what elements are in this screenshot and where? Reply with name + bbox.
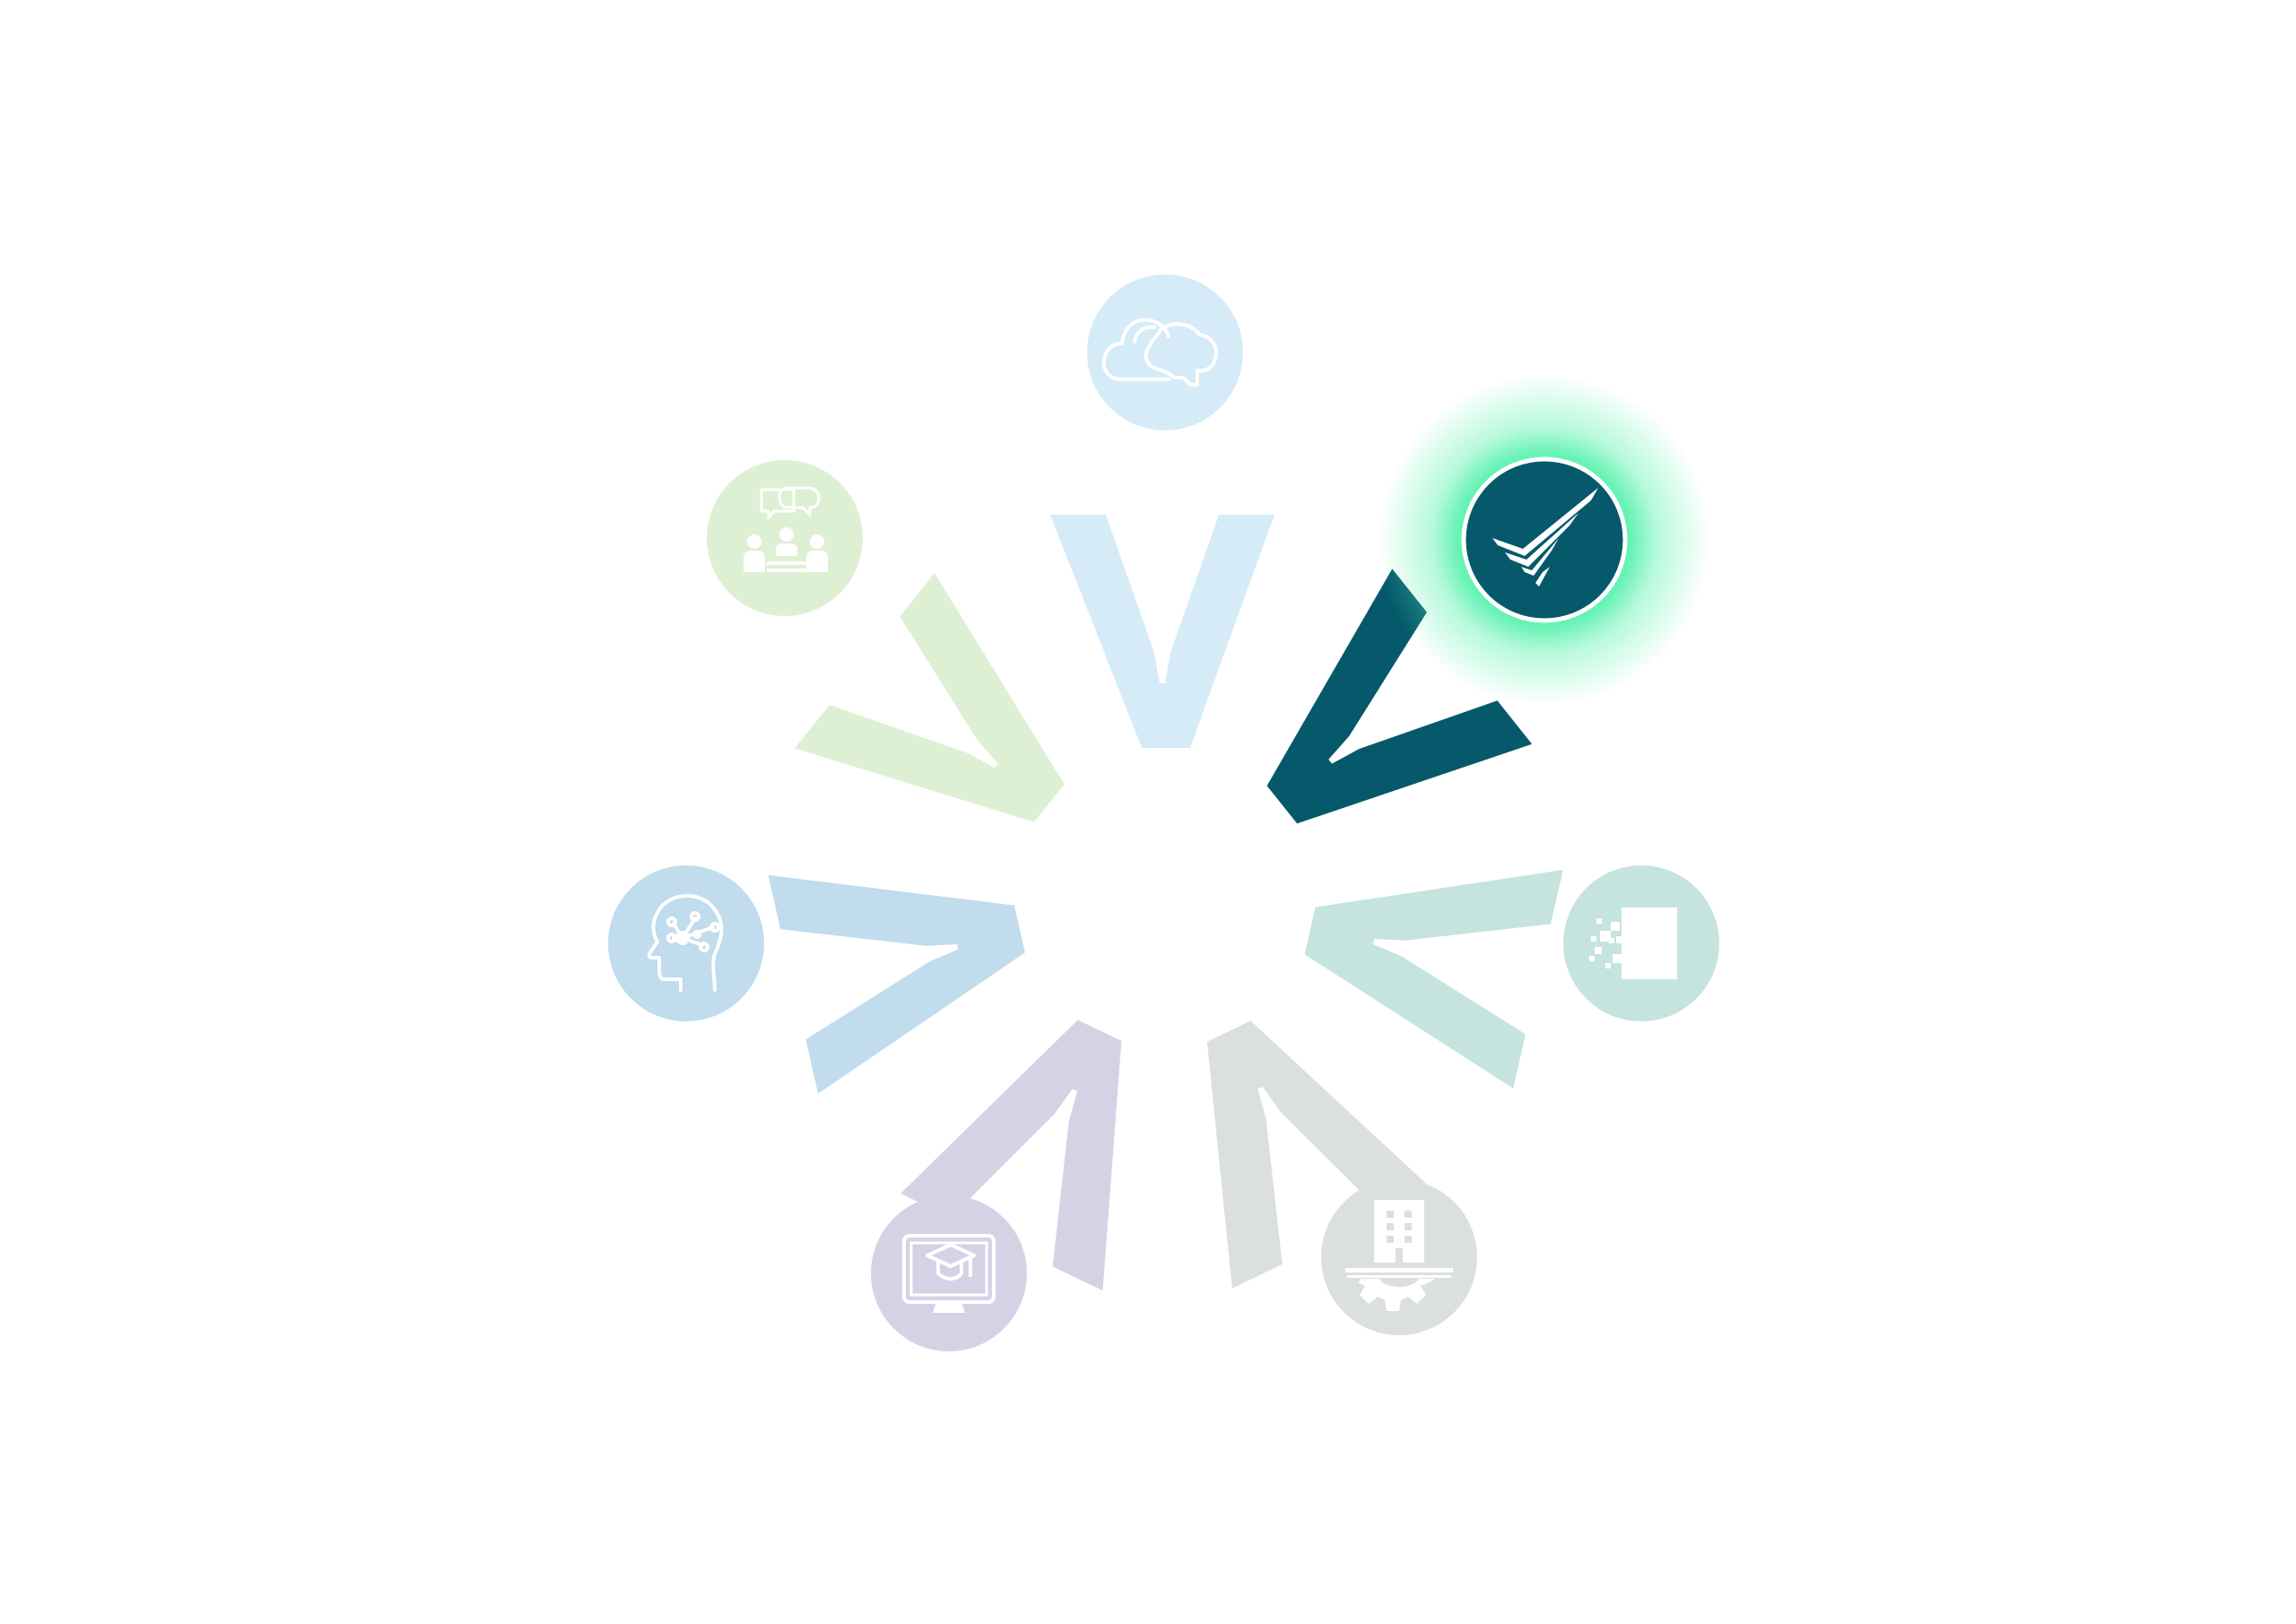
head-network-icon	[647, 894, 724, 992]
monitor-graduation-cap-icon	[902, 1234, 996, 1313]
building-gear-icon	[1345, 1200, 1453, 1311]
chevron-arms	[768, 515, 1563, 1291]
segment-ai-mind[interactable]	[608, 865, 764, 1021]
chevron-arm-collaboration	[795, 573, 1065, 822]
pixel-square-icon	[1589, 908, 1677, 979]
segment-quality-assurance[interactable]	[1378, 374, 1710, 706]
chevron-arm-cloud-thinking	[1050, 515, 1274, 748]
checkmark-icon	[1492, 488, 1598, 586]
segment-enterprise-ops[interactable]	[1321, 1179, 1477, 1335]
chevron-arm-enterprise-ops	[1206, 1020, 1435, 1289]
segment-cloud-thinking[interactable]	[1087, 274, 1243, 430]
segment-digital-transform[interactable]	[1563, 865, 1719, 1021]
segment-collaboration[interactable]	[707, 460, 863, 616]
cloud-brain-icon	[1101, 317, 1218, 386]
segment-e-learning[interactable]	[871, 1195, 1027, 1351]
chevron-arm-digital-transform	[1304, 870, 1563, 1089]
chevron-arm-e-learning	[900, 1020, 1122, 1291]
team-discussion-icon	[744, 486, 828, 572]
chevron-arm-ai-mind	[768, 874, 1025, 1094]
chevron-arm-quality-assurance	[1266, 569, 1533, 824]
